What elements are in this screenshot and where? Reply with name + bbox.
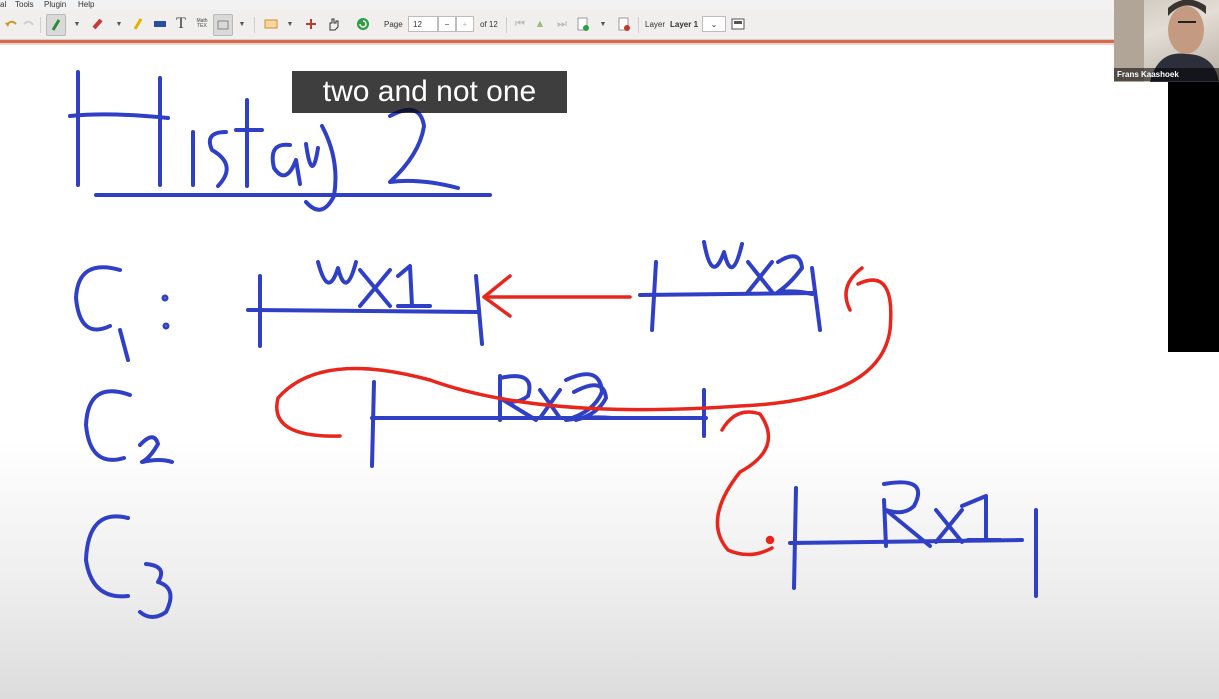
delete-page-icon[interactable] [615, 14, 633, 34]
toolbar: ▼ ▼ T Math TEX ▼ ▼ Page 12 − + of 12 ⏮ ▲… [0, 10, 1219, 40]
chevron-down-icon[interactable]: ▼ [238, 20, 246, 28]
add-page-icon[interactable] [574, 14, 592, 34]
highlighter-icon[interactable] [129, 14, 147, 34]
vertical-space-icon[interactable] [302, 14, 320, 34]
page-count: of 12 [480, 19, 498, 29]
pen-tool-icon[interactable] [46, 14, 66, 36]
menu-item-journal[interactable]: al [0, 0, 7, 9]
layer-value[interactable]: Layer 1 [670, 19, 699, 29]
timeline-c3-rx1 [788, 480, 1038, 598]
select-rect-icon[interactable] [262, 14, 280, 34]
participant-name: Frans Kaashoek [1114, 68, 1219, 81]
eraser-icon[interactable] [89, 14, 107, 34]
subtitle-caption: two and not one [292, 71, 567, 113]
chevron-down-icon[interactable]: ▼ [73, 20, 81, 28]
layer-manager-icon[interactable] [729, 14, 747, 34]
page-decrement-button[interactable]: − [438, 16, 456, 32]
menu-bar: al Tools Plugin Help [0, 0, 1219, 10]
timeline-c1-wx1 [246, 260, 484, 348]
menu-item-tools[interactable]: Tools [15, 0, 34, 9]
math-tex-icon[interactable]: Math TEX [196, 18, 208, 29]
page-top-border [0, 40, 1219, 43]
whiteboard-canvas[interactable] [0, 45, 1219, 699]
red-precedence-arrows [275, 266, 893, 557]
first-page-icon[interactable]: ⏮ [515, 17, 525, 30]
redo-icon[interactable] [20, 14, 38, 34]
menu-item-help[interactable]: Help [78, 0, 95, 9]
video-panel-background [1168, 80, 1219, 352]
hand-icon[interactable] [324, 14, 342, 34]
title-history-2 [68, 70, 492, 212]
page-increment-button[interactable]: + [456, 16, 474, 32]
marker-icon[interactable] [151, 14, 169, 34]
page-number-input[interactable]: 12 [408, 16, 438, 32]
timeline-c1-wx2 [638, 240, 822, 332]
layer-dropdown-chevron-icon[interactable]: ⌄ [702, 16, 726, 32]
page-top-shadow [0, 43, 1219, 45]
previous-page-icon[interactable]: ▲ [534, 18, 546, 30]
chevron-down-icon[interactable]: ▼ [286, 20, 294, 28]
last-page-icon[interactable]: ⏭ [557, 17, 567, 30]
undo-icon[interactable] [2, 14, 20, 34]
chevron-down-icon[interactable]: ▼ [115, 20, 123, 28]
row-labels [74, 265, 174, 619]
page-label: Page [384, 19, 403, 29]
timeline-c2-rx2 [370, 372, 708, 468]
image-tool-icon[interactable] [213, 14, 233, 36]
layer-label: Layer [645, 19, 666, 29]
refresh-icon[interactable] [354, 14, 372, 34]
menu-item-plugin[interactable]: Plugin [44, 0, 67, 9]
chevron-down-icon[interactable]: ▼ [599, 20, 607, 28]
text-tool-icon[interactable]: T [176, 15, 186, 32]
